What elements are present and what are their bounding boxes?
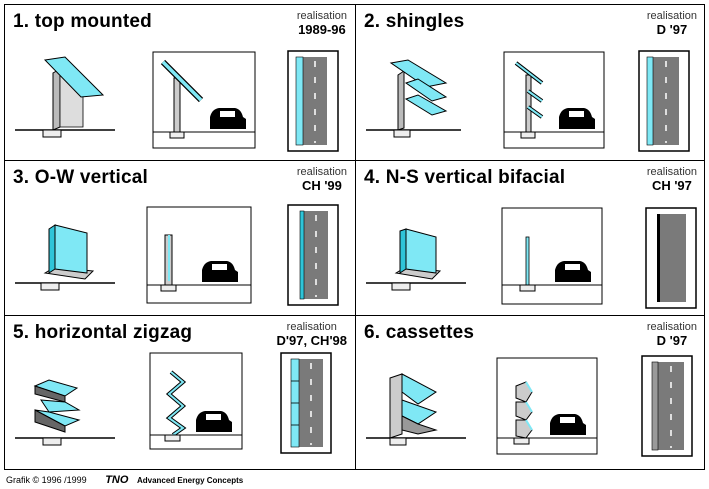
road-plan-view xyxy=(287,204,339,306)
side-view xyxy=(503,51,605,149)
realisation-box: realisation D'97, CH'98 xyxy=(276,321,348,348)
road-plan-view xyxy=(645,207,697,309)
realisation-year: D '97 xyxy=(656,332,688,348)
panel-title: 6. cassettes xyxy=(364,322,475,343)
3d-view xyxy=(15,224,115,291)
3d-view xyxy=(15,56,115,138)
road-plan-view xyxy=(280,352,332,454)
realisation-year: D'97, CH'98 xyxy=(276,332,348,348)
panel-2-illustration xyxy=(366,50,690,152)
realisation-label: realisation xyxy=(646,166,697,178)
3d-view xyxy=(366,373,466,446)
realisation-label: realisation xyxy=(646,321,697,333)
realisation-box: realisation D '97 xyxy=(646,10,697,37)
realisation-box: realisation D '97 xyxy=(646,321,697,348)
panel-title: 2. shingles xyxy=(364,11,465,32)
panel-title: 3. O-W vertical xyxy=(13,167,148,188)
side-view xyxy=(152,51,256,149)
panel-title: 1. top mounted xyxy=(13,11,152,32)
side-view xyxy=(496,357,598,455)
realisation-label: realisation xyxy=(296,166,347,178)
panel-4-illustration xyxy=(366,207,697,309)
panel-shingles: 2. shingles realisation D '97 xyxy=(355,5,705,160)
panel-horizontal-zigzag: 5. horizontal zigzag realisation D'97, C… xyxy=(5,315,355,470)
3d-view xyxy=(366,228,466,291)
realisation-label: realisation xyxy=(286,321,337,333)
realisation-label: realisation xyxy=(296,10,347,22)
panel-title: 5. horizontal zigzag xyxy=(13,322,193,343)
realisation-year: 1989-96 xyxy=(298,21,346,37)
footer: Grafik © 1996 /1999 TNO Advanced Energy … xyxy=(6,474,243,486)
realisation-box: realisation CH '97 xyxy=(646,166,697,193)
realisation-box: realisation CH '99 xyxy=(296,166,347,193)
realisation-label: realisation xyxy=(646,10,697,22)
road-plan-view xyxy=(287,50,339,152)
panel-cassettes: 6. cassettes realisation D '97 xyxy=(355,315,705,470)
realisation-year: CH '97 xyxy=(651,177,692,193)
panel-top-mounted: 1. top mounted realisation 1989-96 xyxy=(5,5,355,160)
panel-6-illustration xyxy=(366,355,693,457)
diagram-grid: 1. top mounted realisation 1989-96 xyxy=(4,4,705,470)
realisation-box: realisation 1989-96 xyxy=(296,10,347,37)
3d-view xyxy=(366,59,461,138)
panel-3-illustration xyxy=(15,204,339,306)
side-view xyxy=(501,207,603,305)
panel-n-s-vertical-bifacial: 4. N-S vertical bifacial realisation CH … xyxy=(355,160,705,315)
panel-1-illustration xyxy=(15,50,339,152)
3d-view xyxy=(15,379,115,446)
tagline: Advanced Energy Concepts xyxy=(136,476,244,485)
side-view xyxy=(146,206,252,304)
realisation-year: CH '99 xyxy=(301,177,342,193)
realisation-year: D '97 xyxy=(656,21,688,37)
road-plan-view xyxy=(638,50,690,152)
side-view xyxy=(149,352,243,450)
panel-5-illustration xyxy=(15,352,332,454)
panel-title: 4. N-S vertical bifacial xyxy=(364,167,566,188)
road-plan-view xyxy=(641,355,693,457)
panel-o-w-vertical: 3. O-W vertical realisation CH '99 xyxy=(5,160,355,315)
tno-logo: TNO xyxy=(105,474,129,486)
copyright-credit: Grafik © 1996 /1999 xyxy=(6,475,87,485)
